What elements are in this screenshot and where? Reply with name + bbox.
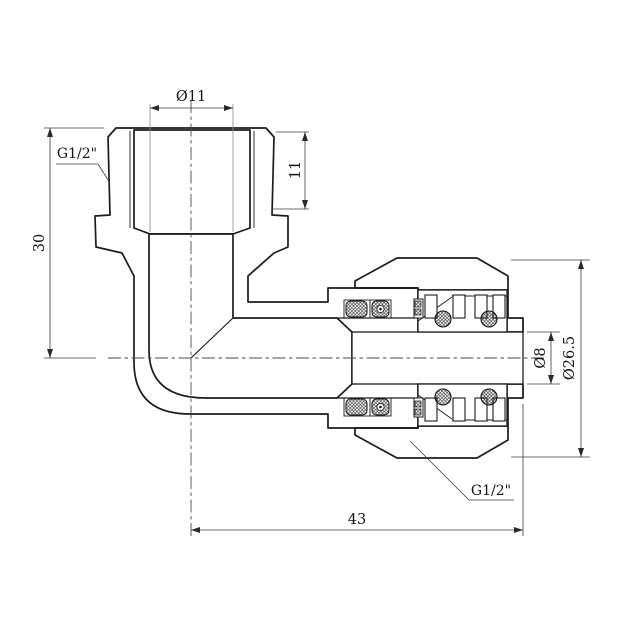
label-thread-bottom: G1/2" xyxy=(409,440,514,501)
grip-tooth xyxy=(424,294,438,319)
elbow-body-section xyxy=(94,127,419,429)
centerlines xyxy=(108,100,546,536)
o-ring-seal xyxy=(345,300,368,318)
extension-lines xyxy=(149,104,234,232)
o-ring-core-dot xyxy=(379,405,382,409)
stem-surface-lines xyxy=(337,317,418,399)
split-ring-seal xyxy=(414,400,422,408)
dim-dia-top: Ø11 xyxy=(149,89,234,232)
split-ring-seal xyxy=(414,308,422,316)
ball-seal xyxy=(480,388,498,406)
dim-label-dia-outer: Ø26.5 xyxy=(562,336,578,380)
thread-label-top-text: G1/2" xyxy=(57,146,97,162)
label-thread-top: G1/2" xyxy=(56,146,111,184)
grip-tooth xyxy=(492,294,506,319)
ball-seal xyxy=(480,310,498,328)
o-ring-seal xyxy=(345,398,368,416)
grip-tooth xyxy=(424,397,438,422)
extension-lines xyxy=(511,259,590,458)
dim-label-dia-bore: Ø8 xyxy=(533,347,549,368)
elbow-body xyxy=(94,127,419,429)
o-ring-core-dot xyxy=(379,307,382,311)
grip-teeth xyxy=(424,294,506,422)
dimensions: Ø11 11 30 43 Ø8 xyxy=(32,89,590,536)
leader-line xyxy=(56,163,111,184)
grip-tooth xyxy=(452,294,466,319)
dim-label-length: 43 xyxy=(348,512,366,528)
dim-dia-outer: Ø26.5 xyxy=(511,259,590,458)
split-ring-end xyxy=(413,298,424,319)
elbow-bore xyxy=(148,233,353,399)
grip-tooth xyxy=(452,397,466,422)
dim-label-height: 30 xyxy=(32,234,48,252)
ball-seal xyxy=(434,388,452,406)
dim-height: 30 xyxy=(32,127,104,359)
extension-lines xyxy=(527,331,560,385)
split-ring-seal xyxy=(414,408,422,416)
arrowheads xyxy=(150,105,233,111)
dim-label-thread-depth: 11 xyxy=(288,161,304,179)
dim-length: 43 xyxy=(191,404,524,536)
leader-line xyxy=(409,440,514,501)
extension-lines xyxy=(272,131,309,210)
bore-cone-edge xyxy=(190,317,234,359)
extension-lines xyxy=(44,127,104,359)
dim-dia-bore: Ø8 xyxy=(527,331,560,385)
split-ring-end xyxy=(413,397,424,418)
seals-and-grip xyxy=(345,294,507,422)
ball-seal xyxy=(434,310,452,328)
dim-thread-depth: 11 xyxy=(272,131,309,210)
grip-tooth xyxy=(492,397,506,422)
internal-cavities xyxy=(133,129,524,427)
split-ring-seal xyxy=(414,300,422,308)
arrowheads xyxy=(302,132,308,209)
thread-minor-lines xyxy=(129,131,255,228)
internal-edges xyxy=(129,131,524,399)
dim-label-dia-top: Ø11 xyxy=(176,89,206,105)
thread-label-bottom-text: G1/2" xyxy=(471,483,511,499)
